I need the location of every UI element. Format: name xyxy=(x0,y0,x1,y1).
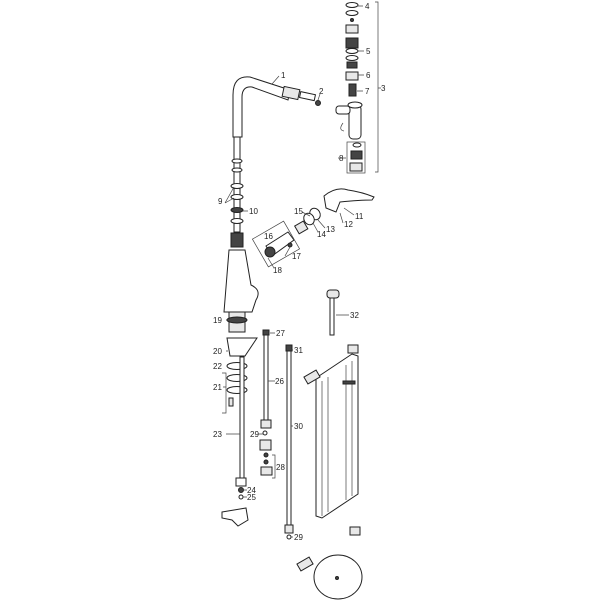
part-label-19: 19 xyxy=(213,316,222,325)
part-label-12: 12 xyxy=(344,220,353,229)
part-label-28: 28 xyxy=(276,463,285,472)
part-label-26: 26 xyxy=(275,377,284,386)
part-label-8: 8 xyxy=(339,154,344,163)
leader-lines xyxy=(222,5,364,538)
part-label-27: 27 xyxy=(276,329,285,338)
spout-part xyxy=(232,76,321,138)
part-label-7: 7 xyxy=(365,87,370,96)
cartridge-assembly xyxy=(335,1,381,174)
part-label-10: 10 xyxy=(249,207,258,216)
part-label-30: 30 xyxy=(294,422,303,431)
part-label-29: 29 xyxy=(250,430,259,439)
mounting-panel xyxy=(296,289,363,600)
part-label-21: 21 xyxy=(213,383,222,392)
part-label-14: 14 xyxy=(317,230,326,239)
part-label-5: 5 xyxy=(366,47,371,56)
part-label-2: 2 xyxy=(319,87,324,96)
part-label-16: 16 xyxy=(264,232,273,241)
part-label-9: 9 xyxy=(218,197,223,206)
part-label-6: 6 xyxy=(366,71,371,80)
faucet-body xyxy=(221,249,259,527)
part-label-20: 20 xyxy=(213,347,222,356)
part-label-32: 32 xyxy=(350,311,359,320)
part-label-15: 15 xyxy=(294,207,303,216)
part-label-1: 1 xyxy=(281,71,286,80)
part-label-22: 22 xyxy=(213,362,222,371)
hose-assembly xyxy=(230,136,244,248)
part-label-3: 3 xyxy=(381,84,386,93)
part-label-11: 11 xyxy=(355,212,364,221)
part-label-17: 17 xyxy=(292,252,301,261)
part-number-labels: 1 2 3 4 5 6 7 8 9 10 11 12 13 14 15 16 1… xyxy=(213,2,386,542)
part-label-29-lower: 29 xyxy=(294,533,303,542)
supply-hoses xyxy=(259,329,294,540)
part-label-23: 23 xyxy=(213,430,222,439)
part-label-13: 13 xyxy=(326,225,335,234)
part-label-31: 31 xyxy=(294,346,303,355)
part-label-25: 25 xyxy=(247,493,256,502)
handle-part xyxy=(251,188,375,268)
part-label-18: 18 xyxy=(273,266,282,275)
part-label-4: 4 xyxy=(365,2,370,11)
part-label-24: 24 xyxy=(247,486,256,495)
